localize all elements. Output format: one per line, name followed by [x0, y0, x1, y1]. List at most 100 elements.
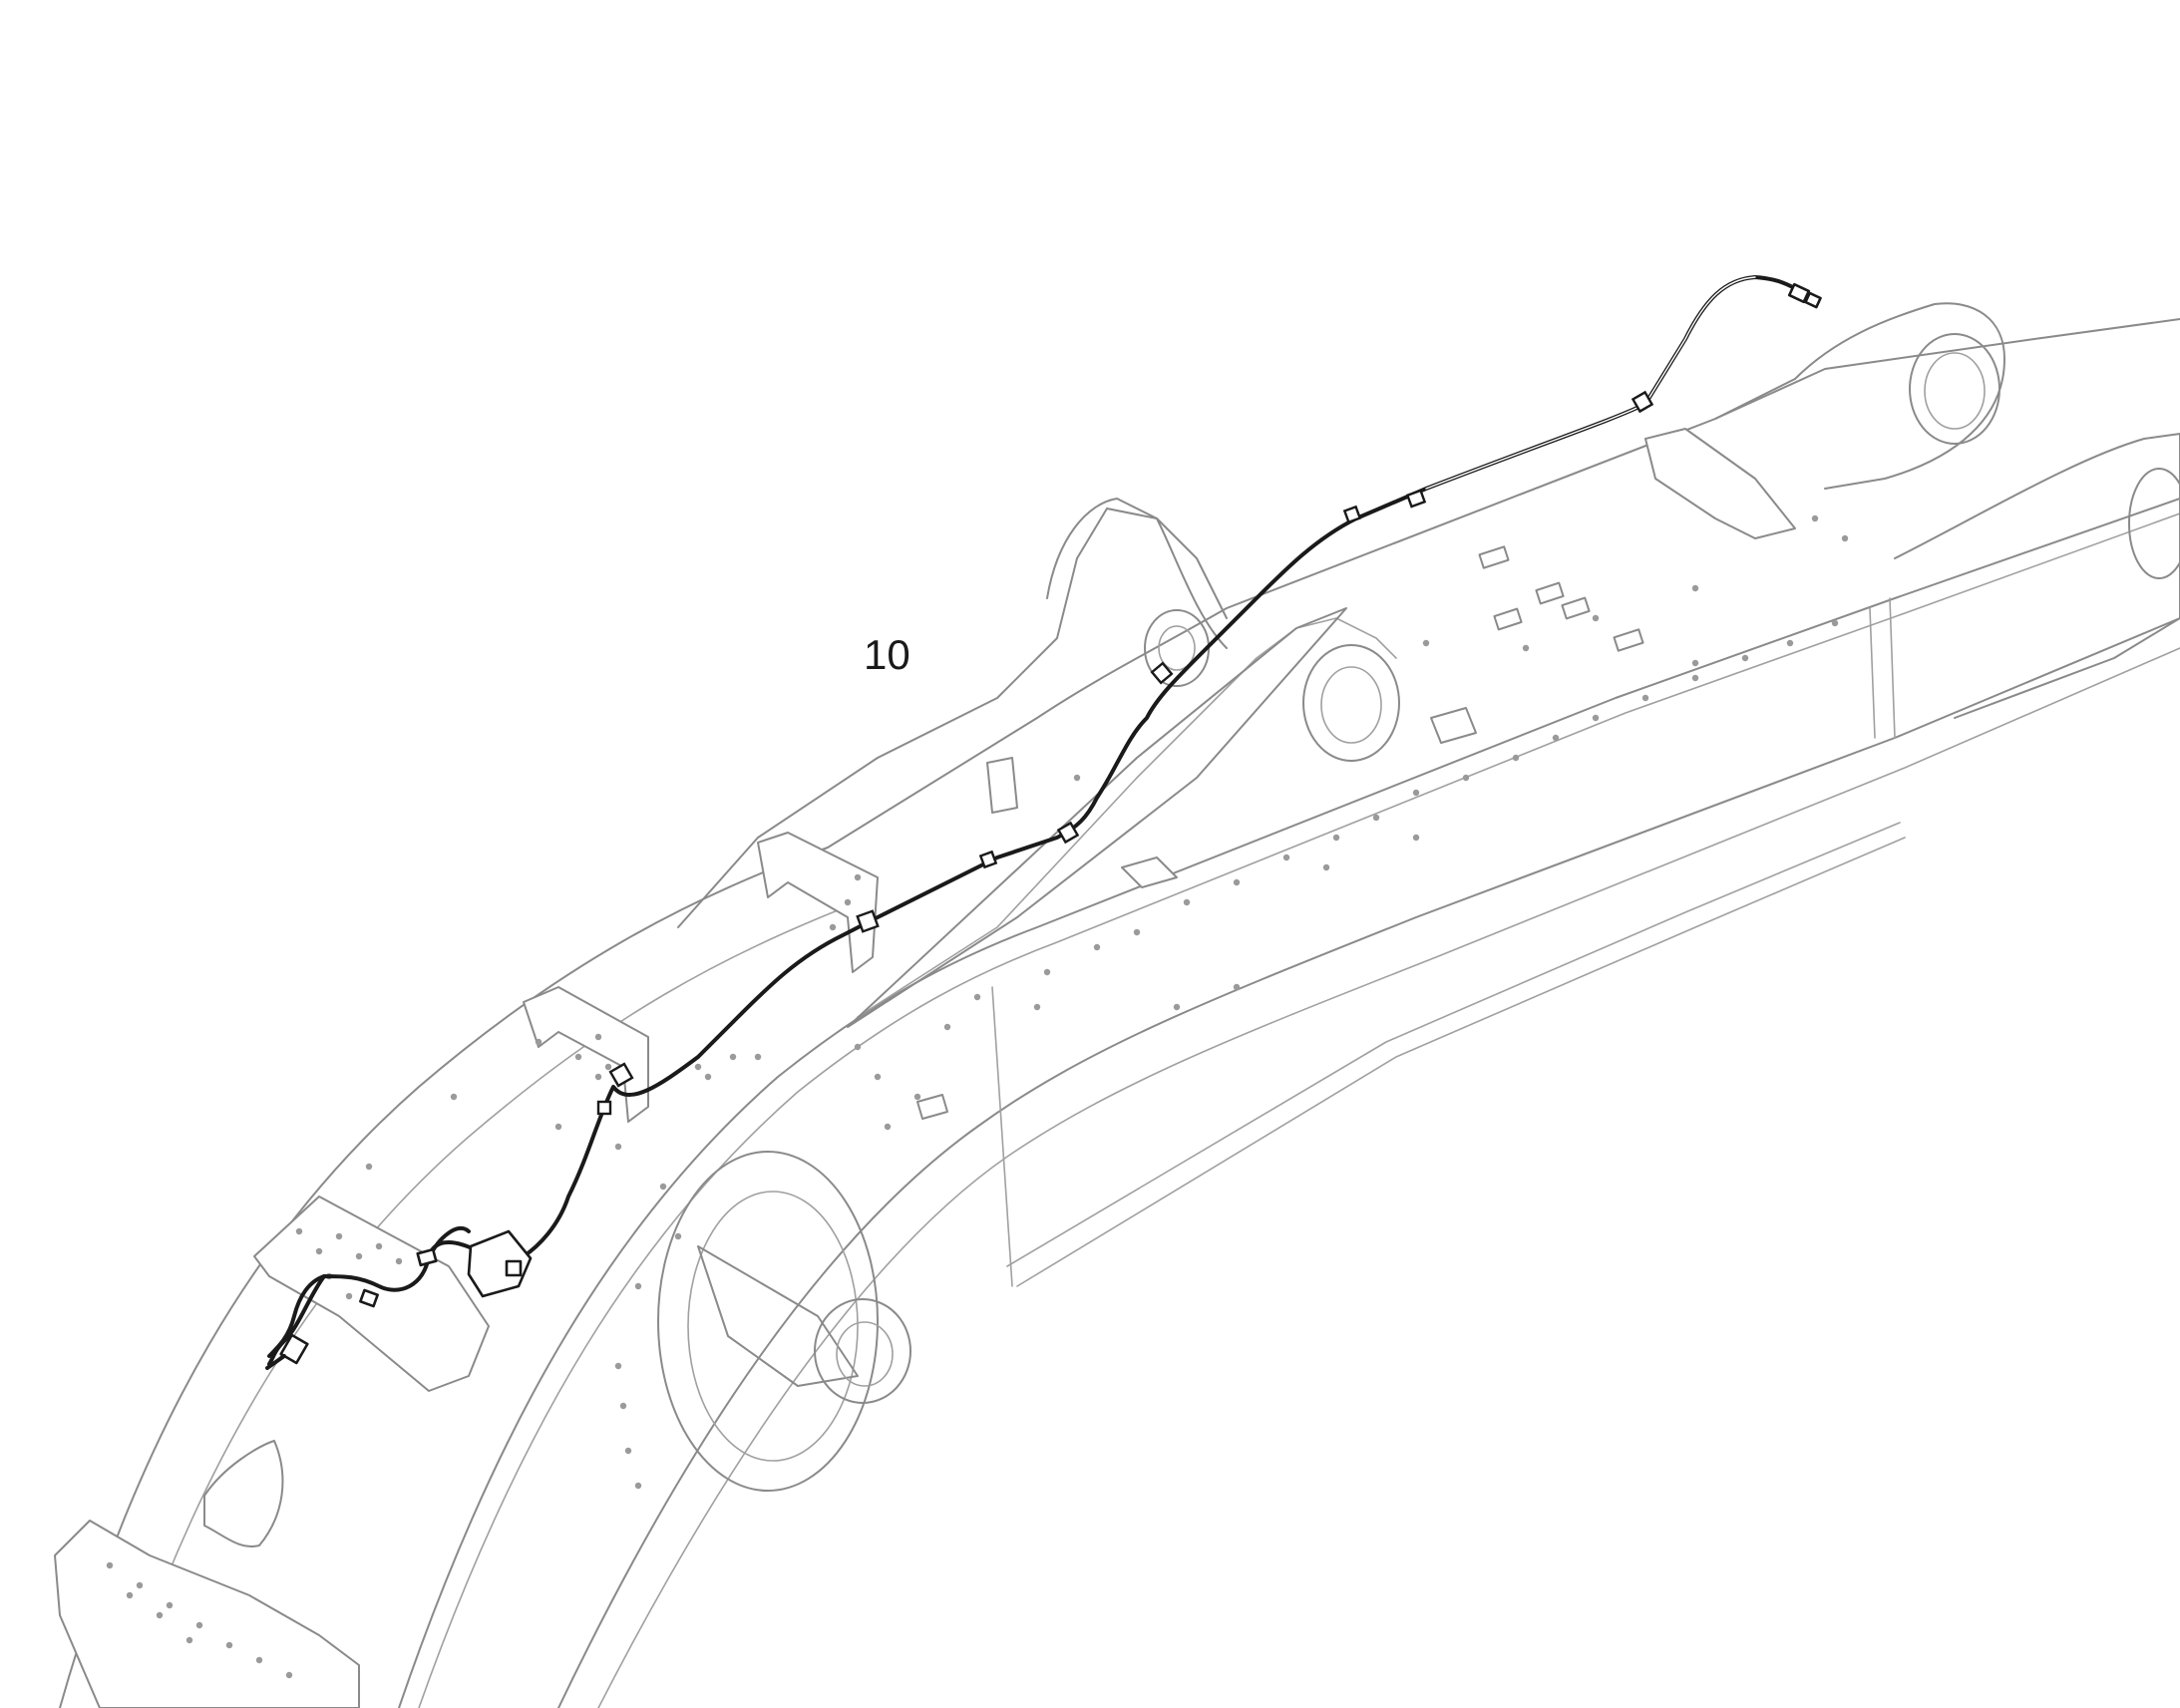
harness-branch-left-2: [267, 1274, 326, 1366]
tip-lower-lug: [1894, 433, 2180, 719]
mounting-hole: [1093, 943, 1101, 951]
clip-8: [608, 1062, 634, 1088]
mounting-hole: [1322, 863, 1330, 871]
mounting-hole: [106, 1561, 114, 1569]
mounting-hole: [604, 1063, 612, 1071]
side-divider-1: [991, 986, 1013, 1287]
mounting-hole: [884, 1123, 892, 1131]
rib-line-2: [1006, 822, 1901, 1267]
clip-4: [1150, 661, 1174, 685]
tip-upper-pin-boss: [1909, 333, 2000, 445]
mounting-hole: [634, 1282, 642, 1290]
mounting-hole: [1841, 534, 1849, 542]
end-connector-upper: [1787, 282, 1822, 309]
boom-side-upper-line-2: [418, 512, 2180, 1708]
mounting-hole: [1592, 614, 1600, 622]
mounting-hole: [614, 1362, 622, 1370]
mounting-hole: [1512, 754, 1520, 762]
mounting-hole: [619, 1402, 627, 1410]
tip-upper-lug: [1714, 302, 2005, 490]
plug-connector-lower: [265, 1288, 379, 1370]
block-3: [1493, 607, 1523, 631]
foot-cone-inner: [687, 1191, 859, 1462]
mounting-hole: [854, 873, 862, 881]
block-1: [1478, 545, 1510, 569]
bracket-u-mid: [523, 986, 649, 1123]
mounting-hole: [634, 1482, 642, 1490]
brackets: [54, 428, 1796, 1708]
foot-pin-boss: [657, 1151, 911, 1492]
mounting-hole: [1183, 898, 1191, 906]
mounting-hole: [1372, 814, 1380, 822]
mounting-hole: [255, 1656, 263, 1664]
mounting-hole: [844, 898, 852, 906]
mounting-hole: [659, 1183, 667, 1191]
mounting-hole: [375, 1242, 383, 1250]
clip-7: [856, 909, 880, 933]
mounting-hole: [943, 1023, 951, 1031]
small-tab-1: [986, 757, 1018, 814]
mounting-hole: [1831, 619, 1839, 627]
mounting-hole: [1641, 694, 1649, 702]
mid-pin-boss-outer: [1302, 644, 1400, 762]
tip-upper-pin-boss-inner: [1924, 352, 1986, 430]
mounting-holes: [106, 514, 1849, 1679]
small-tab-2: [1121, 856, 1178, 888]
mounting-hole: [1133, 928, 1141, 936]
callout-item-10: 10: [864, 631, 910, 678]
mounting-hole: [1043, 968, 1051, 976]
tip-lower-pin-boss: [2128, 468, 2180, 579]
upper-pin-boss-inner: [1158, 625, 1196, 671]
foot-bracket: [697, 1245, 859, 1387]
mounting-hole: [126, 1591, 134, 1599]
mounting-hole: [1592, 714, 1600, 722]
boom-structure: [59, 318, 2180, 1708]
mounting-hole: [1412, 789, 1420, 797]
wiring-harness: [265, 275, 1822, 1370]
mounting-hole: [450, 1093, 458, 1101]
arm-triangle: [847, 607, 1347, 1028]
clip-2: [1405, 489, 1427, 509]
mounting-hole: [195, 1621, 203, 1629]
boss-ear: [203, 1440, 284, 1547]
mounting-hole: [1811, 514, 1819, 522]
boom-tip: [1714, 302, 2180, 719]
mounting-hole: [1412, 834, 1420, 842]
mounting-hole: [874, 1073, 882, 1081]
mounting-hole: [1422, 639, 1430, 647]
mounting-hole: [829, 923, 837, 931]
bracket-plate-bottom: [54, 1520, 360, 1708]
mounting-hole: [1173, 1003, 1181, 1011]
mounting-hole: [365, 1163, 373, 1171]
mounting-hole: [624, 1447, 632, 1455]
mounting-hole: [185, 1636, 193, 1644]
clip-6: [978, 850, 998, 869]
clip-1: [1631, 390, 1654, 414]
mounting-hole: [704, 1073, 712, 1081]
foot-pivot-inner: [836, 1321, 894, 1387]
mounting-hole: [729, 1053, 737, 1061]
mounting-hole: [1786, 639, 1794, 647]
side-divider-2: [1869, 607, 1876, 739]
top-bracket-right: [1644, 428, 1796, 539]
mounting-hole: [1033, 1003, 1041, 1011]
mounting-hole: [355, 1252, 363, 1260]
boom-side-upper-line: [398, 498, 2180, 1708]
mounting-hole: [1741, 654, 1749, 662]
boom-top-inner-edge: [119, 901, 859, 1708]
block-2: [1535, 581, 1565, 605]
mounting-hole: [1332, 834, 1340, 842]
mounting-hole: [225, 1641, 233, 1649]
mounting-hole: [754, 1053, 762, 1061]
mounting-hole: [614, 1143, 622, 1151]
clip-3: [1342, 505, 1362, 524]
boom-top-edge: [59, 318, 2180, 1708]
mounting-hole: [574, 1053, 582, 1061]
arm-top-plate-2: [857, 617, 1397, 1018]
mounting-hole: [1282, 854, 1290, 861]
mounting-hole: [1552, 734, 1560, 742]
mounting-hole: [1691, 674, 1699, 682]
mounting-hole: [674, 1232, 682, 1240]
foot-pivot-outer: [814, 1298, 911, 1404]
mounting-hole: [335, 1232, 343, 1240]
